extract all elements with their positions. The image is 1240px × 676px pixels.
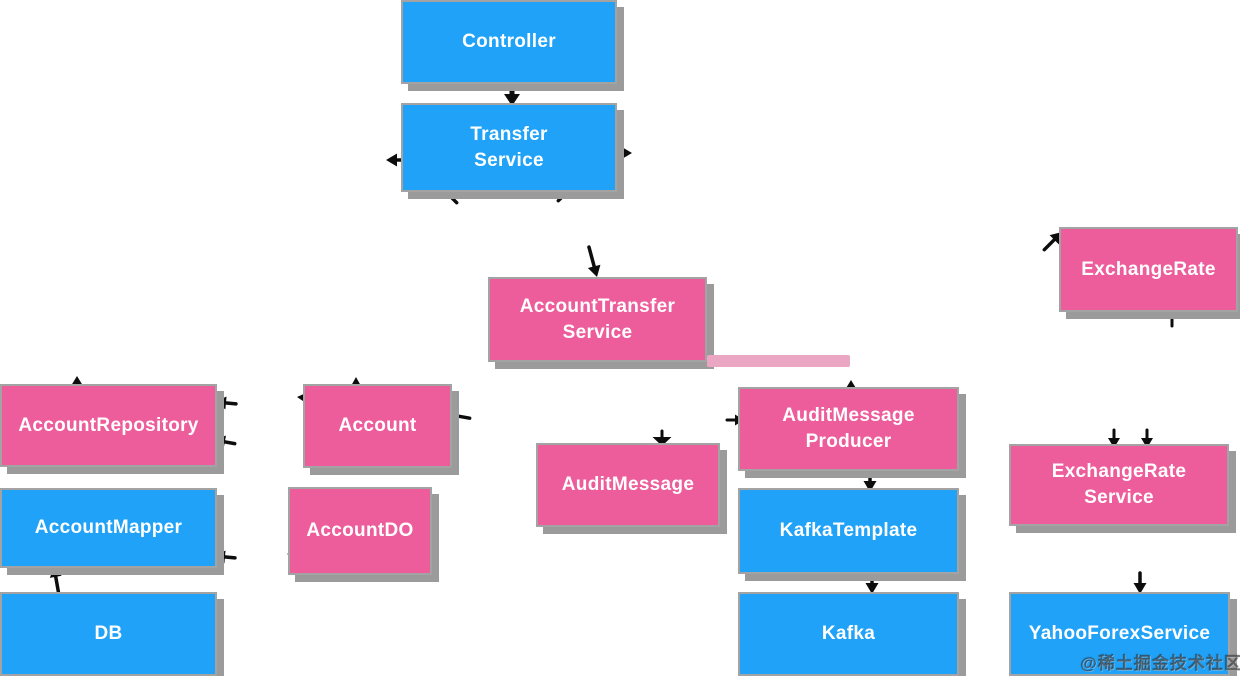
arrow-exchangerate-bottom-head bbox=[1167, 310, 1177, 328]
arrow-repo-right-upper-head bbox=[215, 396, 238, 410]
ats-producer-connector-strip bbox=[707, 355, 850, 367]
node-label: AccountRepository bbox=[18, 414, 199, 436]
node-label: ExchangeRate bbox=[1081, 258, 1216, 280]
node-controller: Controller bbox=[401, 0, 617, 84]
node-db: DB bbox=[0, 592, 217, 676]
node-exchange-rate: ExchangeRate bbox=[1059, 227, 1238, 312]
arrow-ats-top-head bbox=[587, 245, 601, 277]
node-account: Account bbox=[303, 384, 452, 468]
node-label: AuditMessage Producer bbox=[782, 405, 915, 452]
node-audit-message: AuditMessage bbox=[536, 443, 720, 527]
node-label: DB bbox=[94, 623, 123, 644]
node-label: ExchangeRate Service bbox=[1051, 461, 1187, 508]
arrow-repo-right-lower-head bbox=[214, 435, 237, 449]
node-label: Transfer Service bbox=[470, 123, 548, 171]
node-label: AuditMessage bbox=[561, 474, 695, 495]
node-account-do: AccountDO bbox=[288, 487, 432, 575]
node-label: AccountDO bbox=[306, 520, 414, 541]
node-label: Kafka bbox=[821, 623, 876, 644]
node-label: KafkaTemplate bbox=[779, 520, 918, 541]
node-account-transfer-service: AccountTransfer Service bbox=[488, 277, 707, 362]
node-label: Account bbox=[338, 415, 417, 436]
node-label: Controller bbox=[462, 31, 556, 52]
node-label: YahooForexService bbox=[1028, 623, 1211, 644]
node-exchange-rate-service: ExchangeRate Service bbox=[1009, 444, 1229, 526]
node-transfer-service: Transfer Service bbox=[401, 103, 617, 192]
arrow-yahooforex-top-head bbox=[1133, 571, 1147, 594]
node-kafka: Kafka bbox=[738, 592, 959, 676]
node-kafka-template: KafkaTemplate bbox=[738, 488, 959, 574]
node-account-mapper: AccountMapper bbox=[0, 488, 217, 568]
arrow-mapper-right-head bbox=[214, 550, 237, 564]
node-account-repository: AccountRepository bbox=[0, 384, 217, 467]
node-label: AccountTransfer Service bbox=[519, 295, 676, 343]
node-label: AccountMapper bbox=[34, 517, 183, 538]
node-audit-message-producer: AuditMessage Producer bbox=[738, 387, 959, 471]
watermark: @稀土掘金技术社区 bbox=[1080, 654, 1240, 673]
node-yahoo-forex-service: YahooForexService bbox=[1009, 592, 1230, 676]
